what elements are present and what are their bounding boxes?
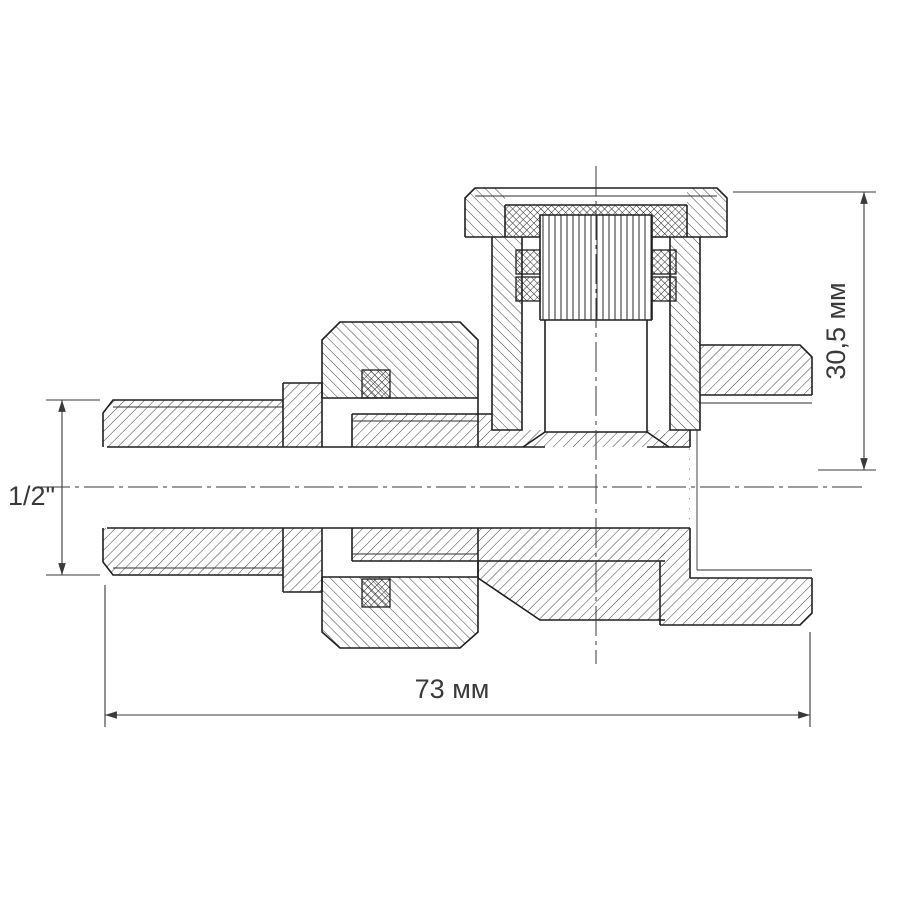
- dimension-label-overall-width: 73 мм: [415, 674, 490, 704]
- dimension-label-height: 30,5 мм: [821, 282, 851, 379]
- o-ring-nut-bottom: [361, 578, 391, 608]
- valve-body: [103, 413, 690, 621]
- o-ring-stem-right-1: [651, 249, 677, 275]
- o-ring-nut-top: [361, 369, 391, 399]
- dimension-thread-size: 1/2": [8, 399, 100, 576]
- o-ring-seals: [361, 249, 677, 608]
- dimension-overall-width: 73 мм: [104, 585, 811, 727]
- dimension-label-thread-size: 1/2": [8, 481, 55, 511]
- tailpiece-male-thread: [102, 382, 323, 593]
- o-ring-stem-left-2: [515, 276, 541, 302]
- centerlines: [40, 166, 866, 664]
- o-ring-stem-left-1: [515, 249, 541, 275]
- o-ring-stem-right-2: [651, 276, 677, 302]
- dimension-height: 30,5 мм: [733, 191, 876, 471]
